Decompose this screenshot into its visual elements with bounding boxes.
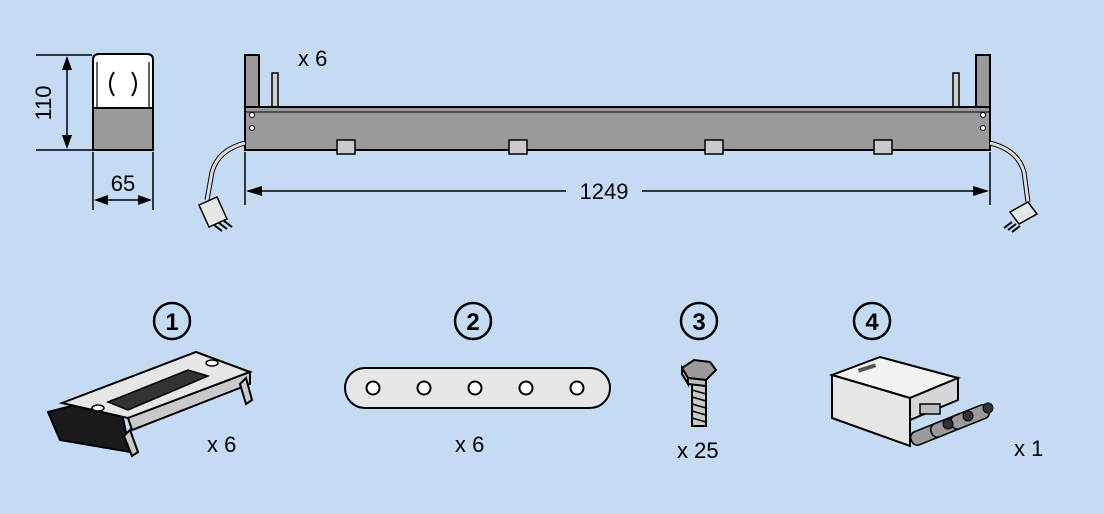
mounting-bracket-icon [46,350,254,458]
housing-clips [336,139,893,155]
cross-section-view: 110 65 [31,53,154,210]
part-1-number: 1 [165,309,178,336]
part-3: 3 x 25 [677,301,719,463]
bracket-count-label: x 6 [298,46,327,71]
part-4-quantity: x 1 [1014,436,1043,461]
cable-connector-plug-icon [828,355,994,448]
height-dimension-label: 110 [31,85,56,120]
housing-front-view: x 6 1249 [198,46,1039,233]
part-2-quantity: x 6 [455,432,484,457]
part-2-number: 2 [466,309,479,336]
part-4: 4 x 1 [828,301,1043,461]
part-3-quantity: x 25 [677,438,719,463]
perforated-connector-strip-icon [344,367,611,409]
part-3-number: 3 [692,309,705,336]
length-dimension-label: 1249 [580,179,629,204]
right-cable-plug-icon [1003,201,1039,233]
width-dimension-label: 65 [111,171,135,196]
part-4-number: 4 [865,309,879,336]
left-cable-plug-icon [198,196,233,232]
hex-bolt-icon [680,358,718,427]
part-1-quantity: x 6 [207,432,236,457]
part-2: 2 x 6 [344,301,611,457]
part-1: 1 x 6 [46,301,254,458]
